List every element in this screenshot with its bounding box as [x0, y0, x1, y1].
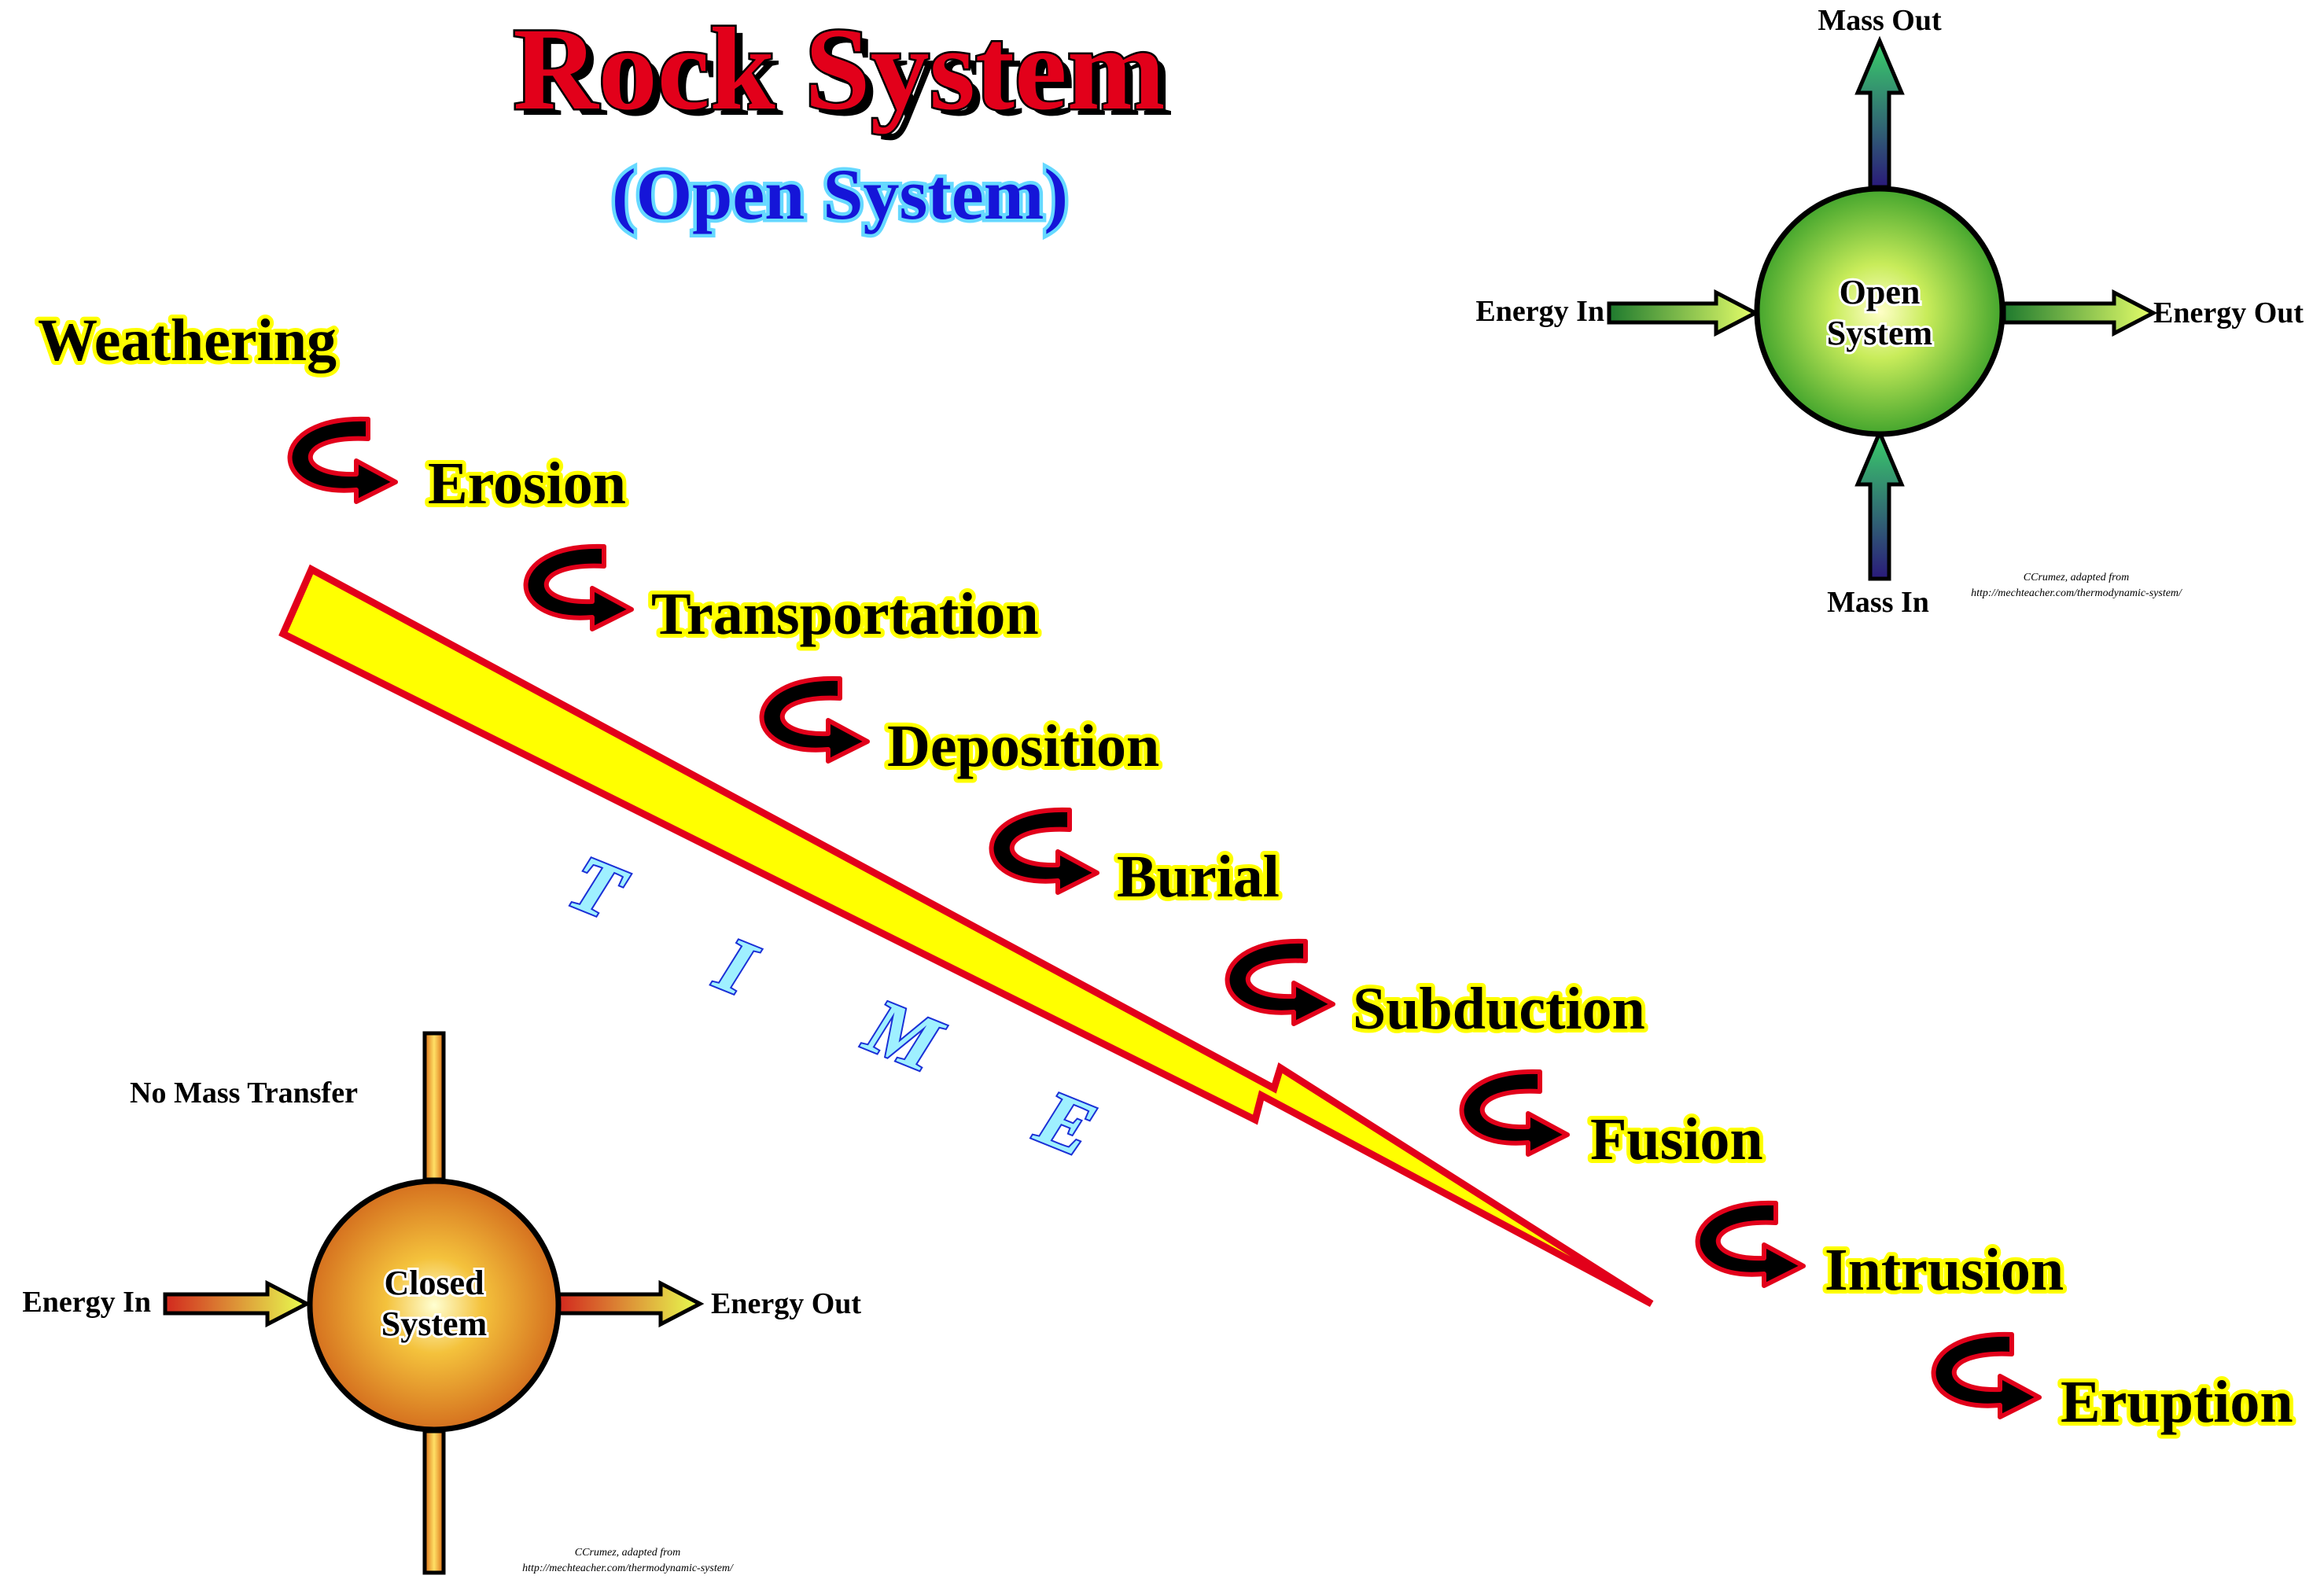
stage-transportation: Transportation	[651, 581, 1039, 647]
open-credit-line1: CCrumez, adapted from	[2024, 572, 2129, 583]
closed-energy-in-label: Energy In	[22, 1286, 151, 1319]
energy-out-arrow-icon	[556, 1279, 705, 1328]
stage-eruption: Eruption	[2061, 1369, 2293, 1435]
mass-in-arrow-icon	[1854, 427, 1905, 581]
closed-credit-line1: CCrumez, adapted from	[575, 1547, 680, 1559]
curved-arrow-icon	[1698, 1203, 1803, 1286]
stage-subduction: Subduction	[1353, 976, 1645, 1042]
stage-burial: Burial	[1117, 844, 1280, 910]
curved-arrow-icon	[1462, 1072, 1567, 1154]
closed-top-bar	[422, 1031, 446, 1182]
open-system-sphere	[1754, 186, 2005, 437]
stage-weathering: Weathering	[38, 307, 337, 374]
open-system-label-line1: Open	[1840, 273, 1921, 311]
open-energy-out-label: Energy Out	[2153, 296, 2304, 329]
energy-out-arrow-icon	[2002, 289, 2158, 337]
lightning-arrow-icon	[278, 564, 1654, 1307]
open-credit-line2: http://mechteacher.com/thermodynamic-sys…	[1971, 587, 2182, 599]
curved-arrow-icon	[1228, 941, 1333, 1024]
closed-system-diagram: Closed System No Mass Transfer Energy In…	[22, 1031, 861, 1575]
page-title-shadow: Rock System	[521, 10, 1173, 141]
curved-arrow-icon	[762, 679, 867, 761]
time-letter-i: I	[705, 919, 768, 1013]
stage-fusion: Fusion	[1590, 1106, 1763, 1172]
open-system-diagram: Open System Mass Out Mass In Energy In E…	[1475, 4, 2304, 619]
closed-bottom-bar	[422, 1429, 446, 1575]
energy-in-arrow-icon	[163, 1279, 311, 1328]
open-energy-in-label: Energy In	[1475, 295, 1604, 328]
mass-out-arrow-icon	[1854, 35, 1905, 190]
closed-system-label-line1: Closed	[384, 1264, 484, 1302]
curved-arrow-icon	[1934, 1334, 2039, 1417]
closed-system-label-line2: System	[381, 1305, 487, 1343]
closed-system-sphere	[307, 1178, 562, 1433]
no-mass-transfer-label: No Mass Transfer	[130, 1077, 358, 1110]
curved-arrow-icon	[526, 547, 632, 629]
open-system-label-line2: System	[1827, 314, 1932, 352]
stage-deposition: Deposition	[887, 713, 1159, 779]
curved-arrow-icon	[992, 810, 1097, 893]
time-letter-m: M	[853, 981, 955, 1090]
curved-arrow-icon	[290, 419, 396, 502]
closed-credit-line2: http://mechteacher.com/thermodynamic-sys…	[522, 1562, 734, 1574]
open-mass-in-label: Mass In	[1827, 586, 1929, 619]
time-letter-t: T	[558, 838, 638, 938]
page-title: Rock System	[513, 4, 1165, 134]
closed-energy-out-label: Energy Out	[711, 1287, 861, 1320]
energy-in-arrow-icon	[1607, 289, 1760, 337]
open-mass-out-label: Mass Out	[1818, 4, 1942, 37]
time-letter-e: E	[1025, 1073, 1107, 1173]
stage-intrusion: Intrusion	[1825, 1237, 2064, 1303]
stage-erosion: Erosion	[428, 451, 626, 517]
page-subtitle: (Open System)	[612, 154, 1068, 234]
